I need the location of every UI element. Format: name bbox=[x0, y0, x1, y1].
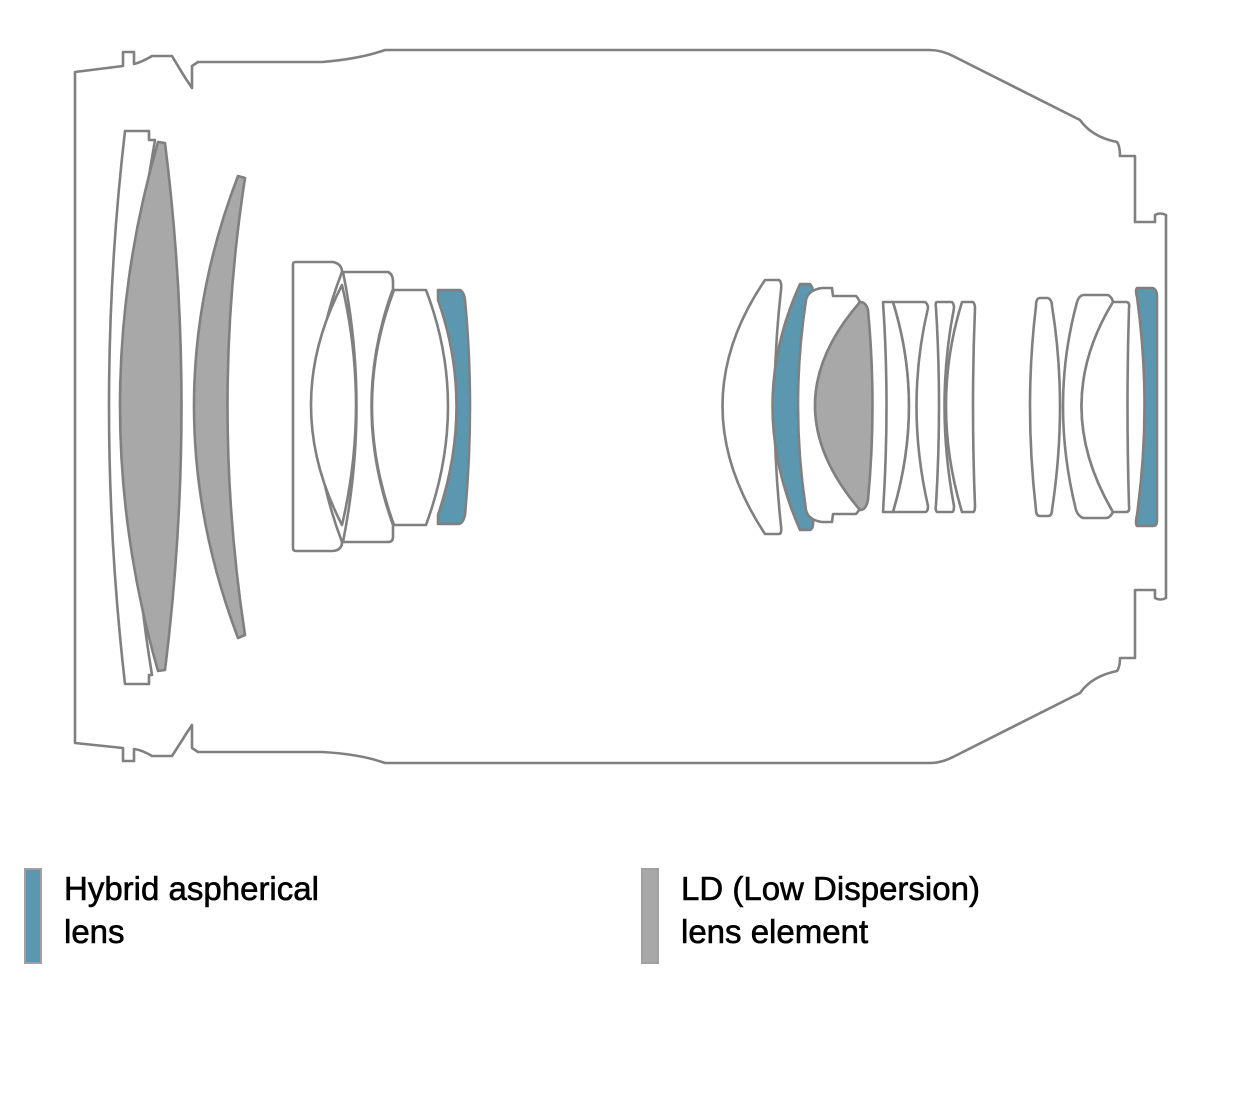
lens-element-8-hybrid-aspherical bbox=[436, 288, 472, 526]
legend-label-line2: lens element bbox=[681, 913, 869, 951]
lens-element-19 bbox=[1080, 300, 1131, 514]
lens-element-6 bbox=[341, 270, 395, 544]
lens-element-15 bbox=[934, 300, 956, 514]
lens-element-14 bbox=[891, 300, 930, 514]
lens-barrel-outline bbox=[73, 48, 1168, 765]
legend-label: Hybrid aspherical lens bbox=[64, 867, 320, 953]
lens-element-7 bbox=[370, 288, 450, 527]
legend-label-line2: lens bbox=[64, 913, 125, 951]
legend-item-hybrid-aspherical: Hybrid aspherical lens bbox=[24, 867, 319, 964]
legend-label: LD (Low Dispersion) lens element bbox=[681, 867, 981, 953]
legend-label-line1: Hybrid aspherical bbox=[64, 870, 320, 908]
lens-element-2-ld bbox=[118, 140, 183, 673]
ld-swatch bbox=[641, 868, 659, 964]
legend-label-line1: LD (Low Dispersion) bbox=[681, 870, 981, 908]
lens-element-3-ld bbox=[192, 174, 247, 640]
lens-element-12-ld bbox=[813, 300, 874, 512]
legend-item-ld: LD (Low Dispersion) lens element bbox=[641, 867, 980, 964]
lens-element-20-hybrid-aspherical bbox=[1134, 286, 1159, 528]
lens-element-16 bbox=[944, 300, 977, 514]
lens-element-17 bbox=[1028, 296, 1062, 518]
lens-construction-diagram bbox=[73, 48, 1168, 765]
lens-element-9 bbox=[721, 278, 783, 536]
hybrid-aspherical-swatch bbox=[24, 868, 42, 964]
